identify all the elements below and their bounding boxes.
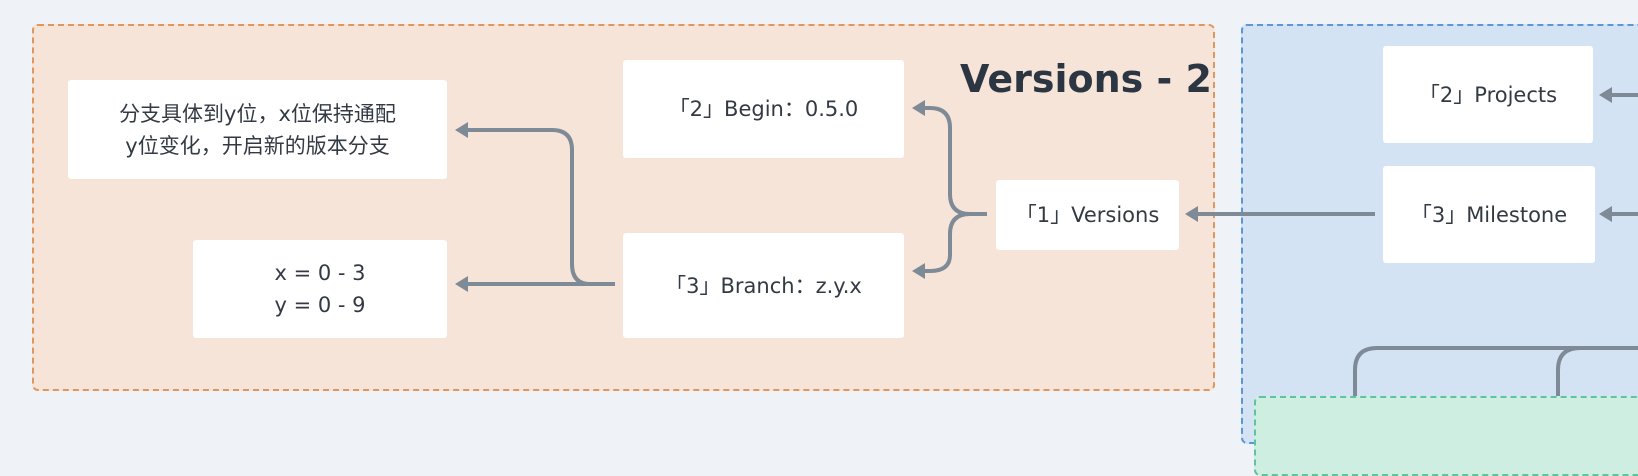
diagram-title: Versions - 2 [960, 57, 1212, 101]
bottom-frame [1254, 396, 1638, 476]
node-begin: 「2」Begin：0.5.0 [623, 60, 904, 158]
node-branch: 「3」Branch：z.y.x [623, 233, 904, 338]
node-branch-note: 分支具体到y位，x位保持通配 y位变化，开启新的版本分支 [68, 80, 447, 179]
node-milestone: 「3」Milestone [1383, 166, 1595, 263]
node-projects: 「2」Projects [1383, 46, 1593, 143]
node-range: x = 0 - 3 y = 0 - 9 [193, 240, 447, 338]
node-versions: 「1」Versions [996, 180, 1179, 250]
